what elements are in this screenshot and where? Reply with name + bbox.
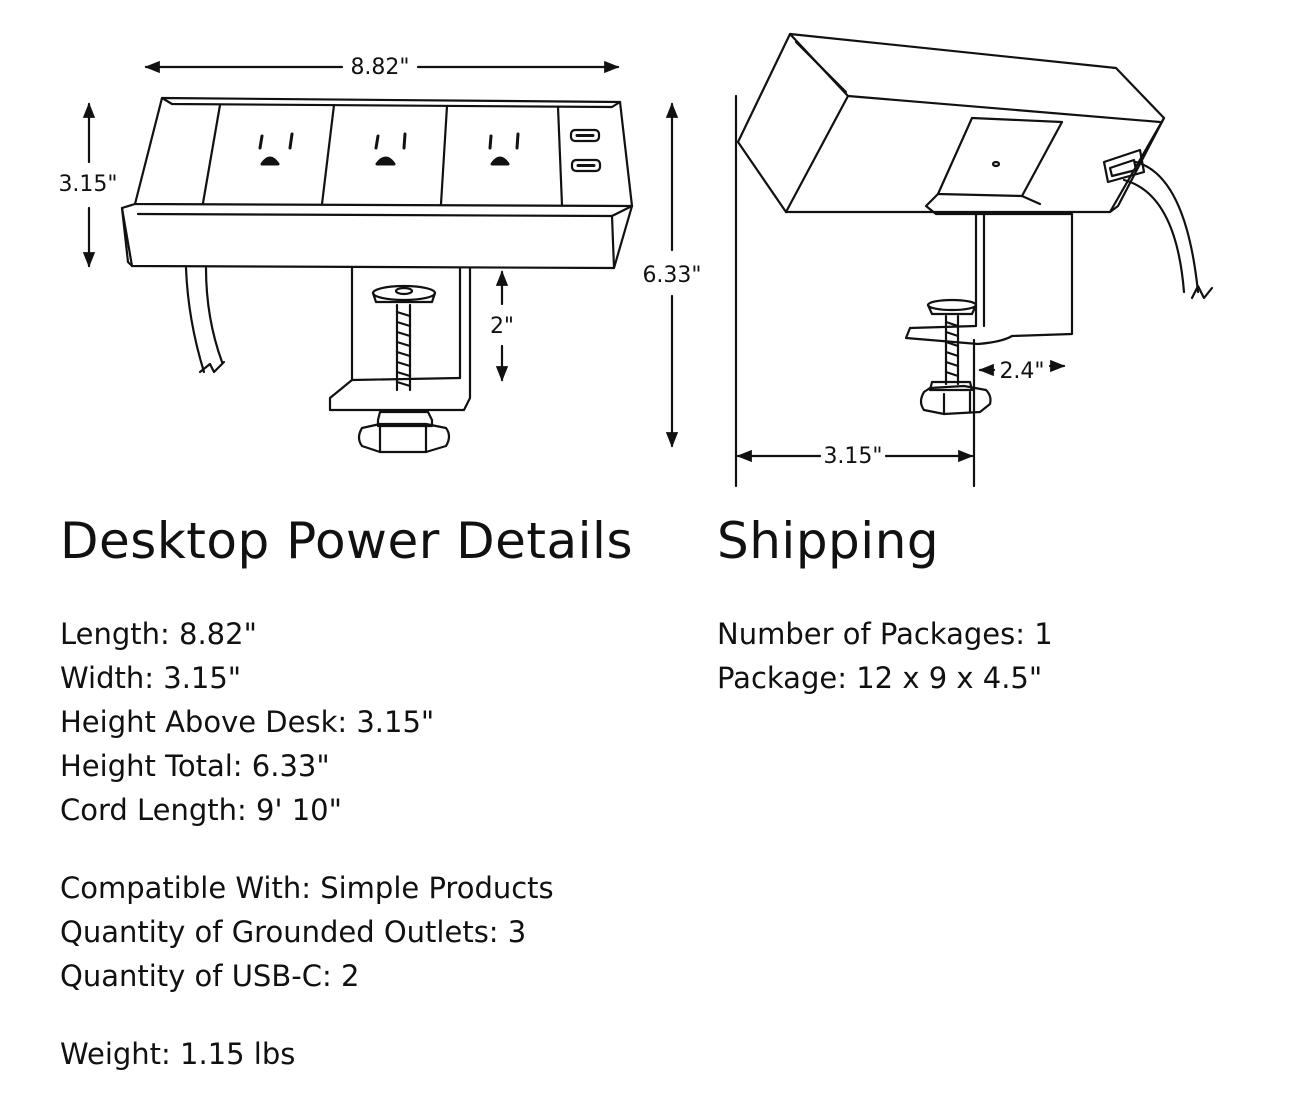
dimension-height-above-desk: 3.15" xyxy=(58,102,118,268)
grounded-outlet-icon xyxy=(374,132,407,166)
spec-line: Height Above Desk: 3.15" xyxy=(60,705,435,739)
usb-c-port-icon xyxy=(570,158,602,173)
grounded-outlet-icon xyxy=(488,132,520,166)
power-strip-front xyxy=(120,96,634,270)
spec-line: Compatible With: Simple Products xyxy=(60,871,554,905)
spec-group-shipping: Number of Packages: 1 Package: 12 x 9 x … xyxy=(717,612,1277,700)
shipping-details: Shipping Number of Packages: 1 Package: … xyxy=(717,510,1277,734)
front-view xyxy=(120,96,634,454)
desk-clamp-front xyxy=(328,266,472,454)
product-dimension-drawing: 8.82" 3.15" 2" 6.33" xyxy=(0,0,1300,500)
details-specs: Length: 8.82" Width: 3.15" Height Above … xyxy=(60,612,680,1076)
width-label: 3.15" xyxy=(823,444,882,469)
spec-line: Height Total: 6.33" xyxy=(60,749,330,783)
desk-clamp-side xyxy=(904,116,1074,416)
clamp-gap-label: 2" xyxy=(490,314,514,339)
desktop-power-details: Desktop Power Details Length: 8.82" Widt… xyxy=(60,510,680,1110)
dimension-total-height: 6.33" xyxy=(642,102,702,448)
clamp-depth-label: 2.4" xyxy=(999,359,1044,384)
spec-line: Quantity of Grounded Outlets: 3 xyxy=(60,915,527,949)
spec-line: Width: 3.15" xyxy=(60,661,242,695)
total-height-label: 6.33" xyxy=(642,263,701,288)
spec-group-features: Compatible With: Simple Products Quantit… xyxy=(60,866,680,998)
power-strip-side xyxy=(736,32,1166,214)
spec-line: Weight: 1.15 lbs xyxy=(60,1037,296,1071)
grounded-outlet-icon xyxy=(258,132,294,166)
length-label: 8.82" xyxy=(350,55,409,80)
shipping-specs: Number of Packages: 1 Package: 12 x 9 x … xyxy=(717,612,1277,700)
power-cord-side xyxy=(1122,160,1214,300)
spec-line: Quantity of USB-C: 2 xyxy=(60,959,360,993)
spec-group-weight: Weight: 1.15 lbs xyxy=(60,1032,680,1076)
side-view xyxy=(736,32,1214,416)
shipping-title: Shipping xyxy=(717,512,940,570)
dimension-length: 8.82" xyxy=(144,55,620,80)
spec-line: Number of Packages: 1 xyxy=(717,617,1053,651)
details-title: Desktop Power Details xyxy=(60,512,633,570)
spec-group-dimensions: Length: 8.82" Width: 3.15" Height Above … xyxy=(60,612,680,832)
above-desk-label: 3.15" xyxy=(58,172,117,197)
usb-c-port-icon xyxy=(569,128,601,143)
spec-line: Package: 12 x 9 x 4.5" xyxy=(717,661,1043,695)
spec-line: Cord Length: 9' 10" xyxy=(60,793,342,827)
power-cord xyxy=(184,266,226,374)
dimension-clamp-depth: 2.4" xyxy=(978,359,1066,384)
dimension-clamp-gap: 2" xyxy=(490,270,514,382)
spec-line: Length: 8.82" xyxy=(60,617,257,651)
dimension-width: 3.15" xyxy=(734,94,976,488)
